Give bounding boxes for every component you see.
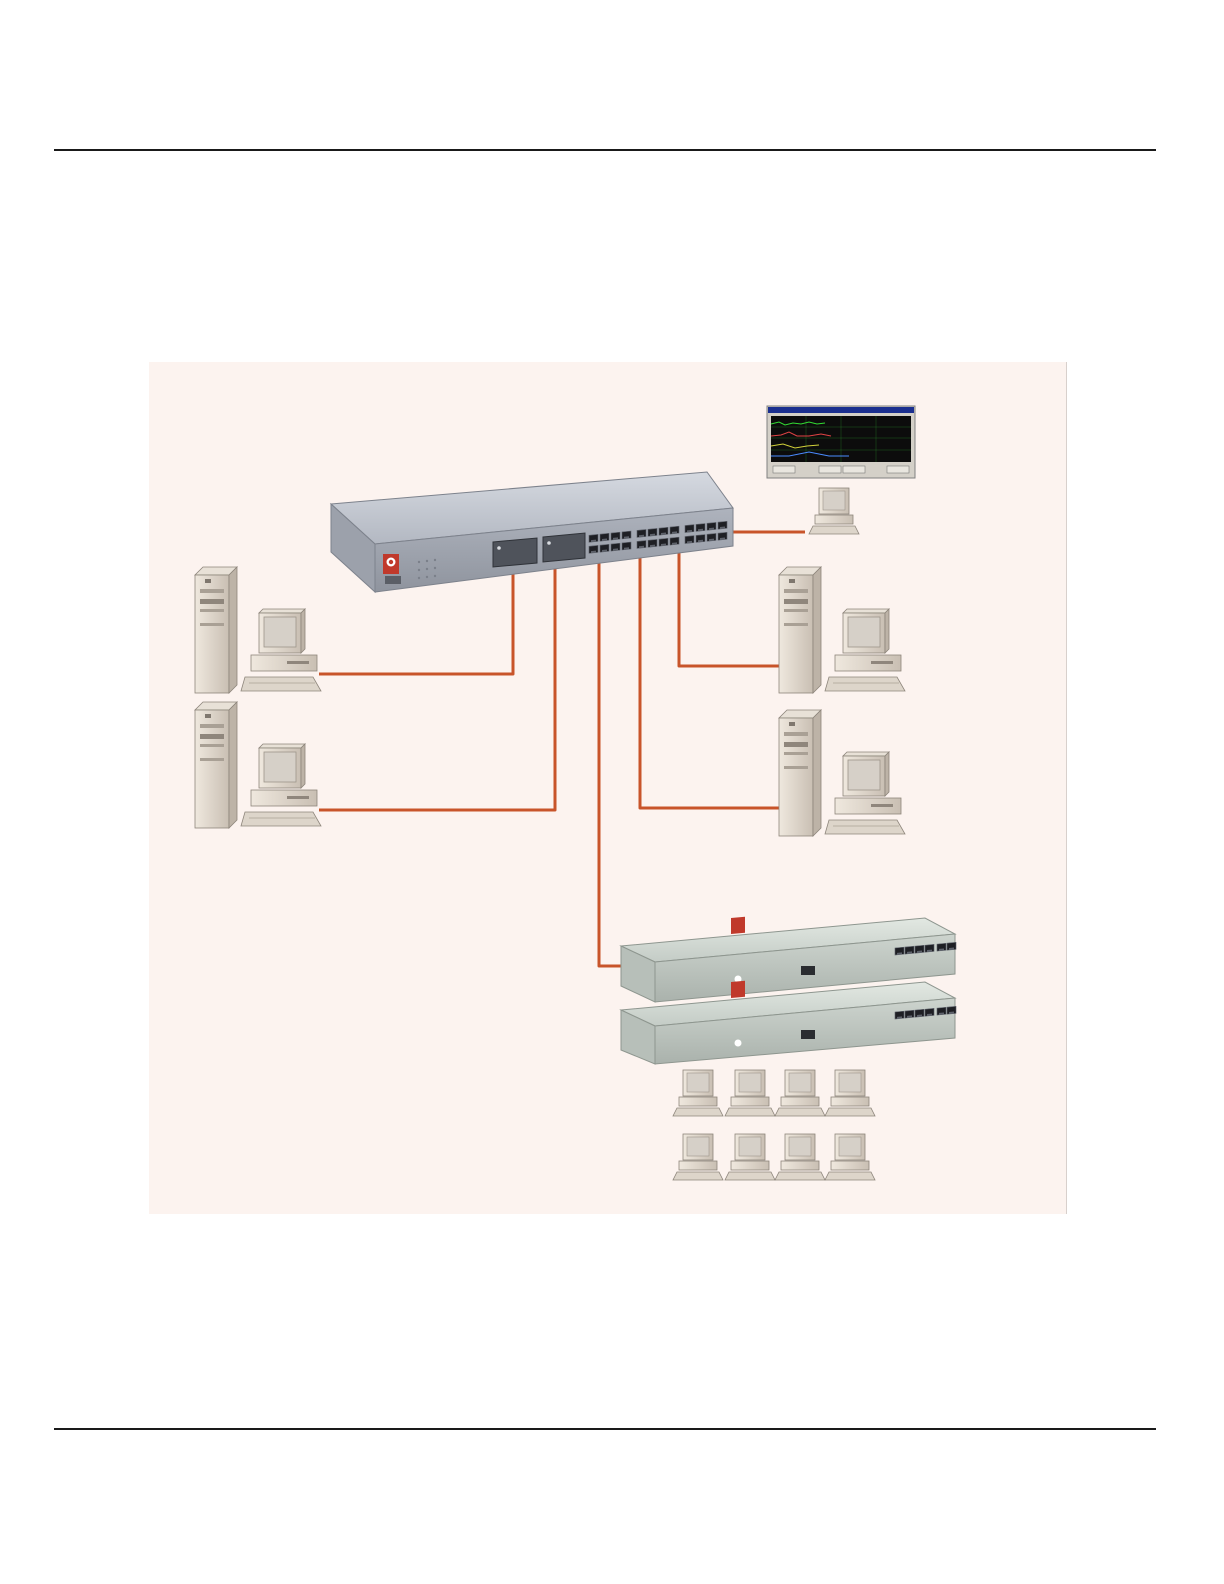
client-pc (825, 1134, 875, 1180)
client-pc (825, 1070, 875, 1116)
header-rule (54, 149, 1156, 151)
client-pc (725, 1134, 775, 1180)
client-pc (775, 1134, 825, 1180)
client-workstations (673, 1070, 875, 1180)
server-left-1 (195, 567, 321, 693)
server-left-2 (195, 702, 321, 828)
traffic-graph-window (767, 406, 915, 478)
core-switch (331, 472, 733, 592)
client-pc (673, 1134, 723, 1180)
server-right-1 (779, 567, 905, 693)
client-pc (775, 1070, 825, 1116)
cable-server-right-1 (679, 550, 779, 666)
network-cables (319, 532, 805, 966)
client-pc (725, 1070, 775, 1116)
cable-server-left-2 (319, 560, 555, 810)
cable-stack-switch (599, 558, 623, 966)
brand-logo-icon (383, 554, 399, 574)
footer-rule (54, 1428, 1156, 1430)
server-right-2 (779, 710, 905, 836)
network-diagram (149, 362, 1067, 1214)
management-station (767, 406, 915, 534)
brand-logo-icon (735, 1040, 742, 1047)
client-pc (673, 1070, 723, 1116)
cable-server-right-2 (640, 550, 779, 808)
